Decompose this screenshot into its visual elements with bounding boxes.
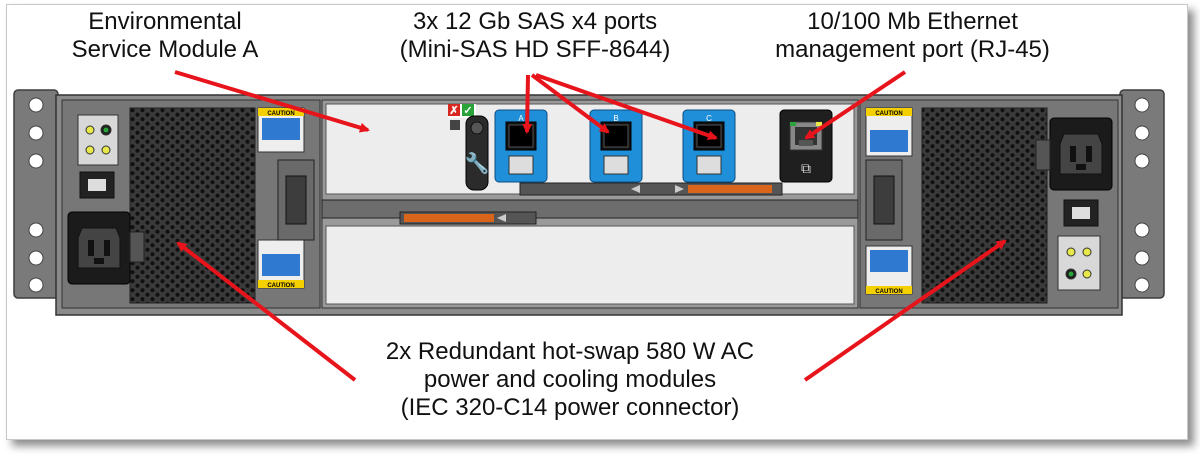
left-fan-grille [129, 107, 256, 304]
callout-sas-line1: 3x 12 Gb SAS x4 ports [412, 8, 658, 35]
callout-psu: 2x Redundant hot-swap 580 W AC power and… [320, 338, 820, 422]
svg-text:✓: ✓ [463, 105, 472, 117]
callout-esm-line2: Service Module A [71, 36, 259, 63]
locate-icon [450, 120, 460, 130]
caution-text: CAUTION [875, 111, 902, 117]
callout-psu-line2: power and cooling modules [423, 366, 717, 393]
caution-text: CAUTION [267, 283, 294, 289]
callout-sas: 3x 12 Gb SAS x4 ports (Mini-SAS HD SFF-8… [355, 8, 715, 64]
sas-port-a[interactable]: A [494, 109, 548, 183]
sas-port-icon [696, 155, 722, 175]
sas-port-c-label: C [706, 114, 712, 123]
latch-icon [129, 231, 145, 263]
callout-ethernet-line1: 10/100 Mb Ethernet [807, 8, 1018, 35]
caution-text: CAUTION [875, 289, 902, 295]
right-fan-grille [921, 107, 1048, 304]
arrow-psu-right [803, 239, 1007, 382]
callout-sas-line2: (Mini-SAS HD SFF-8644) [399, 36, 671, 63]
sas-port-c[interactable]: C [682, 109, 736, 183]
power-switch-rocker-icon [1072, 207, 1090, 219]
led-icon [1068, 271, 1074, 277]
network-icon: ⧉ [801, 160, 811, 176]
esm-a-latch-handle[interactable] [465, 115, 489, 191]
callout-ethernet: 10/100 Mb Ethernet management port (RJ-4… [740, 8, 1085, 64]
sas-port-icon [508, 155, 534, 175]
arrow-sas-a [522, 74, 533, 134]
arrow-sas-c [535, 73, 718, 141]
sas-port-b-label: B [613, 114, 618, 123]
release-lever-upper[interactable] [688, 185, 772, 193]
led-icon [1082, 247, 1092, 257]
left-power-cooling-module[interactable]: CAUTION CAUTION [61, 99, 321, 309]
led-icon [1066, 247, 1076, 257]
arrow-psu-left [176, 241, 357, 382]
sas-port-a-label: A [518, 114, 524, 123]
right-power-cooling-module[interactable]: CAUTION CAUTION [859, 99, 1119, 309]
callout-arrows [174, 70, 1007, 382]
left-rack-ear [13, 89, 59, 299]
right-psu-led-panel [1057, 235, 1101, 291]
arrow-ethernet [804, 70, 907, 140]
ethernet-mgmt-port[interactable]: ⧉ [779, 109, 833, 183]
led-icon [101, 145, 111, 155]
callout-ethernet-line2: management port (RJ-45) [775, 36, 1050, 63]
svg-text:✗: ✗ [449, 105, 458, 117]
led-icon [85, 145, 95, 155]
latch-icon [1035, 139, 1051, 171]
esm-b-module[interactable] [325, 225, 855, 305]
sas-port-icon [603, 155, 629, 175]
callout-psu-line1: 2x Redundant hot-swap 580 W AC [385, 338, 755, 365]
release-lever-lower[interactable] [404, 214, 494, 222]
left-module-handle[interactable] [277, 159, 315, 241]
arrow-sas-b [530, 73, 610, 134]
right-rack-ear [1119, 89, 1165, 299]
fault-icon [448, 104, 460, 116]
callout-esm-line1: Environmental [88, 8, 242, 35]
ok-icon [462, 104, 474, 116]
callout-psu-line3: (IEC 320-C14 power connector) [400, 394, 740, 421]
esm-bay: ✗ ✓ 🔧 A B C [321, 99, 859, 309]
arrow-esm [174, 70, 370, 133]
power-switch-rocker-icon [88, 179, 106, 191]
callout-esm: Environmental Service Module A [55, 8, 275, 64]
wrench-icon: 🔧 [465, 151, 490, 175]
led-icon [1082, 269, 1092, 279]
caution-text: CAUTION [267, 111, 294, 117]
left-psu-led-panel [77, 114, 119, 166]
led-icon [103, 127, 109, 133]
led-icon [85, 125, 95, 135]
sas-port-b[interactable]: B [589, 109, 643, 183]
